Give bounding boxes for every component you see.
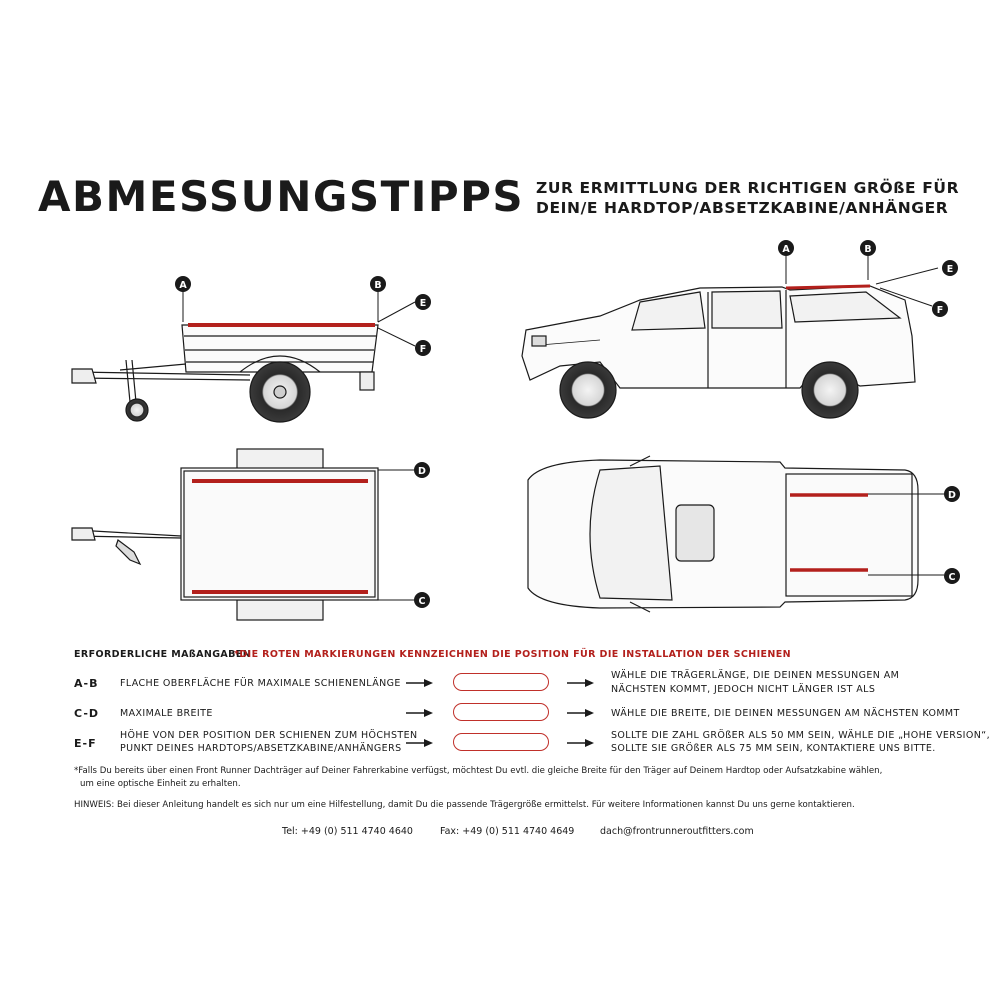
label-f-text: F bbox=[420, 344, 427, 355]
row-ab-code: A-B bbox=[74, 677, 99, 690]
label-c-text: C bbox=[419, 596, 426, 607]
contact-email[interactable]: dach@frontrunneroutfitters.com bbox=[600, 826, 754, 837]
truck-side-label-e: E bbox=[942, 260, 958, 276]
row-cd-arrow-2-icon bbox=[567, 709, 594, 717]
subtitle-line-1: ZUR ERMITTLUNG DER RICHTIGEN GRÖßE FÜR bbox=[536, 179, 960, 197]
trailer-side-label-b: B bbox=[370, 276, 386, 292]
row-ab-advice-2: NÄCHSTEN KOMMT, JEDOCH NICHT LÄNGER IST … bbox=[611, 684, 876, 695]
footnote-line-1: *Falls Du bereits über einen Front Runne… bbox=[74, 766, 883, 776]
row-ef-arrow-2-icon bbox=[567, 739, 594, 747]
trailer-side-label-e: E bbox=[415, 294, 431, 310]
row-ef-advice-1: SOLLTE DIE ZAHL GRÖßER ALS 50 MM SEIN, W… bbox=[611, 730, 991, 741]
trailer-top-view bbox=[71, 448, 379, 621]
truck-side-label-f: F bbox=[932, 301, 948, 317]
truck-top-label-d: D bbox=[944, 486, 960, 502]
footnote-line-2: um eine optische Einheit zu erhalten. bbox=[80, 779, 241, 789]
measurement-diagrams: A B E F D C A B E F bbox=[71, 240, 960, 621]
label-f-text: F bbox=[937, 305, 944, 316]
row-cd-value-pill bbox=[453, 703, 549, 721]
required-measurements-label: ERFORDERLICHE MAßANGABEN bbox=[74, 649, 252, 660]
label-b-text: B bbox=[374, 280, 381, 291]
row-ef-value-pill bbox=[453, 733, 549, 751]
row-ab-arrow-icon bbox=[406, 679, 433, 687]
row-ab-arrow-2-icon bbox=[567, 679, 594, 687]
red-marker-note: *DIE ROTEN MARKIERUNGEN KENNZEICHNEN DIE… bbox=[234, 649, 792, 660]
label-a-text: A bbox=[782, 244, 790, 255]
truck-side-rail-marker bbox=[785, 284, 871, 290]
truck-rear-wheel bbox=[801, 361, 859, 419]
label-a-text: A bbox=[179, 280, 187, 291]
row-ef-advice-2: SOLLTE SIE GRÖßER ALS 75 MM SEIN, KONTAK… bbox=[611, 743, 936, 754]
trailer-top-label-c: C bbox=[414, 592, 430, 608]
truck-front-wheel bbox=[559, 361, 617, 419]
label-d-text: D bbox=[948, 490, 956, 501]
trailer-side-label-a: A bbox=[175, 276, 191, 292]
trailer-side-view bbox=[71, 324, 379, 423]
label-d-text: D bbox=[418, 466, 426, 477]
row-ab-advice-1: WÄHLE DIE TRÄGERLÄNGE, DIE DEINEN MESSUN… bbox=[611, 670, 900, 681]
trailer-top-label-d: D bbox=[414, 462, 430, 478]
row-cd-arrow-icon bbox=[406, 709, 433, 717]
label-b-text: B bbox=[864, 244, 871, 255]
trailer-side-callouts bbox=[182, 290, 416, 347]
row-ef-description-1: HÖHE VON DER POSITION DER SCHIENEN ZUM H… bbox=[120, 730, 418, 741]
label-e-text: E bbox=[420, 298, 427, 309]
row-ab-value-pill bbox=[453, 673, 549, 691]
truck-side-callouts bbox=[785, 256, 939, 307]
label-c-text: C bbox=[949, 572, 956, 583]
row-cd-advice-1: WÄHLE DIE BREITE, DIE DEINEN MESSUNGEN A… bbox=[611, 708, 960, 719]
row-ef-arrow-icon bbox=[406, 739, 433, 747]
trailer-side-label-f: F bbox=[415, 340, 431, 356]
truck-side-label-a: A bbox=[778, 240, 794, 256]
page-title: ABMESSUNGSTIPPS bbox=[38, 172, 525, 221]
contact-tel: Tel: +49 (0) 511 4740 4640 bbox=[282, 826, 413, 837]
truck-side-view bbox=[521, 285, 916, 389]
row-ab-description: FLACHE OBERFLÄCHE FÜR MAXIMALE SCHIENENL… bbox=[120, 678, 401, 689]
row-cd-code: C-D bbox=[74, 707, 100, 720]
subtitle-line-2: DEIN/E HARDTOP/ABSETZKABINE/ANHÄNGER bbox=[536, 199, 949, 217]
row-ef-description-2: PUNKT DEINES HARDTOPS/ABSETZKABINE/ANHÄN… bbox=[120, 743, 402, 754]
row-ef-code: E-F bbox=[74, 737, 97, 750]
row-cd-description: MAXIMALE BREITE bbox=[120, 708, 213, 719]
contact-fax: Fax: +49 (0) 511 4740 4649 bbox=[440, 826, 575, 837]
truck-side-label-b: B bbox=[860, 240, 876, 256]
truck-top-view bbox=[527, 455, 919, 613]
hinweis-note: HINWEIS: Bei dieser Anleitung handelt es… bbox=[74, 800, 855, 810]
truck-top-label-c: C bbox=[944, 568, 960, 584]
label-e-text: E bbox=[947, 264, 954, 275]
